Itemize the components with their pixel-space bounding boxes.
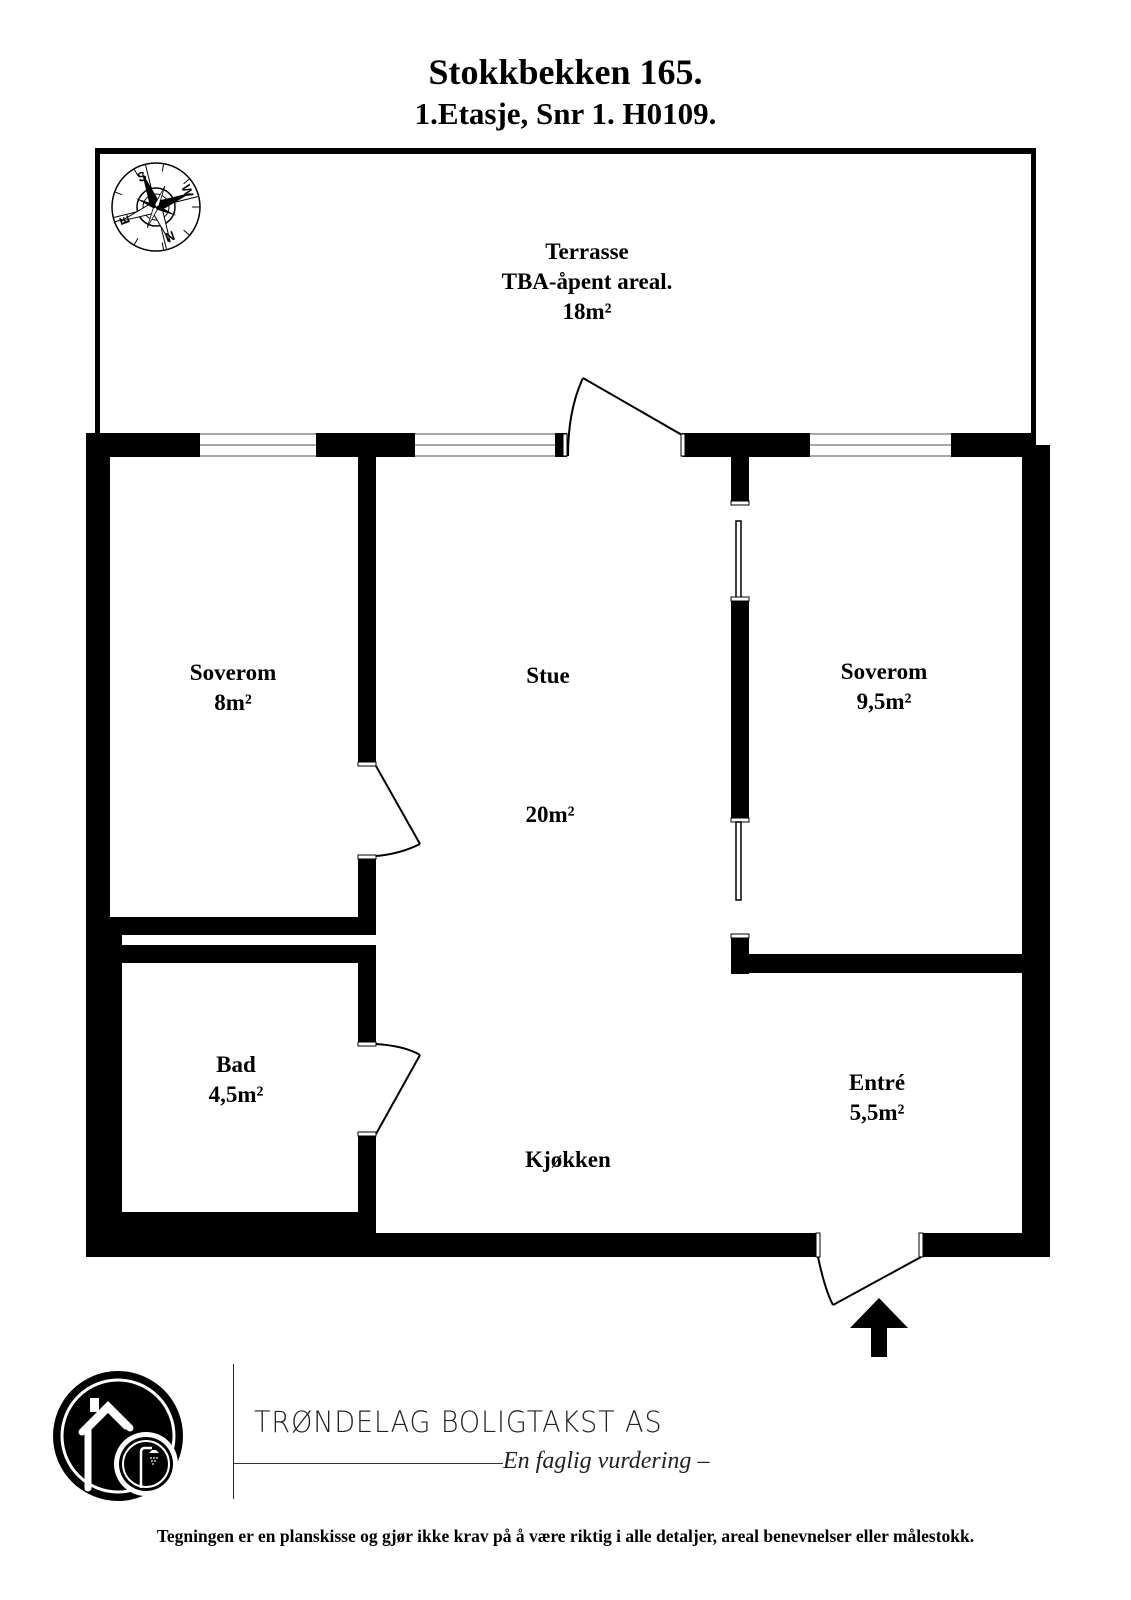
title-block: Stokkbekken 165. 1.Etasje, Snr 1. H0109. [0,50,1131,134]
balcony-door [562,377,686,457]
room-label-terrasse: Terrasse TBA-åpent areal. 18m² [502,237,673,327]
wall-bedroom-bath-upper [110,917,376,935]
page-title: Stokkbekken 165. [428,52,703,92]
bedroom-left-door [375,765,421,857]
logo-divider [233,1364,234,1499]
compass-rose-icon: S W N E [111,162,201,252]
room-name: Entré [848,1070,906,1095]
room-label-stue: Stue [526,661,569,691]
bath-door [375,1043,421,1135]
company-tagline: En faglig vurdering – [503,1448,710,1474]
room-area: 20m² [525,802,575,827]
room-name: Kjøkken [525,1147,611,1172]
room-area: 9,5m² [856,689,912,714]
room-label-entre: Entré 5,5m² [849,1068,905,1128]
wall-bedroom-entry [731,954,1022,973]
terrace-outline [95,148,1036,437]
room-label-kjokken: Kjøkken [525,1145,611,1175]
window [200,433,951,457]
room-label-stue-area: 20m² [525,800,574,830]
compass-label-w: W [178,182,197,199]
house-shower-logo-icon [53,1371,183,1501]
room-name: Stue [526,663,570,688]
room-note: TBA-åpent areal. [501,269,673,294]
right-wall [1022,445,1050,1257]
room-name: Terrasse [545,239,629,264]
page-subtitle: 1.Etasje, Snr 1. H0109. [414,96,717,131]
interior-wall-bedroom-left [357,457,377,920]
room-area: 4,5m² [208,1082,264,1107]
room-label-soverom-left: Soverom 8m² [190,658,276,718]
interior-wall-bath [357,945,377,1257]
tagline-rule [233,1463,503,1464]
company-name: TRØNDELAG BOLIGTAKST AS [254,1405,663,1439]
wall-bedroom-bath-lower [110,945,376,963]
room-area: 5,5m² [849,1100,905,1125]
room-label-soverom-right: Soverom 9,5m² [841,657,927,717]
room-name: Soverom [189,660,277,685]
room-area: 18m² [562,299,612,324]
disclaimer-text: Tegningen er en planskisse og gjør ikke … [156,1526,975,1546]
entrance-door [815,1232,924,1306]
room-name: Soverom [840,659,928,684]
room-name: Bad [216,1052,256,1077]
interior-wall-bedroom-right [730,457,750,974]
room-label-bad: Bad 4,5m² [209,1050,264,1110]
entrance-arrow-icon [850,1298,908,1357]
room-area: 8m² [214,690,252,715]
